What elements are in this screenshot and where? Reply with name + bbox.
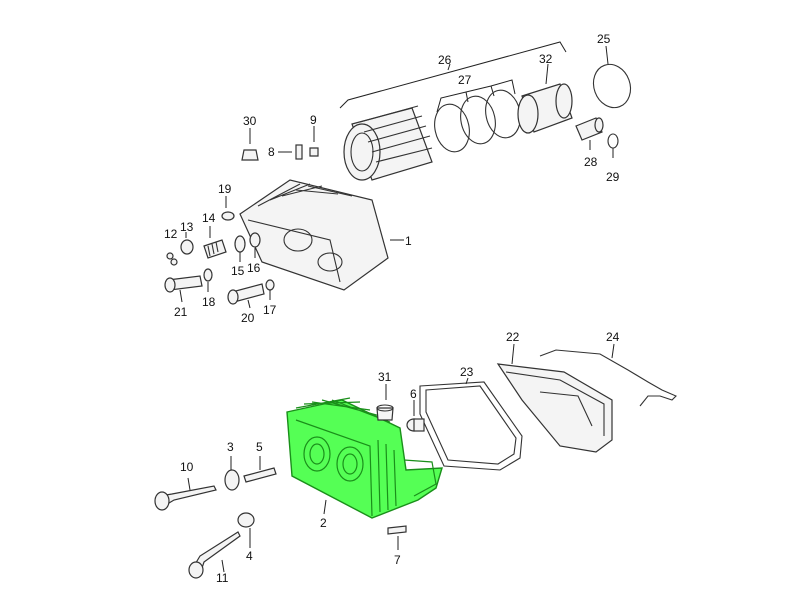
label-21: 21 — [174, 305, 188, 319]
label-28: 28 — [584, 155, 598, 169]
rocker-cover-gasket — [419, 377, 523, 471]
label-13: 13 — [180, 220, 194, 234]
label-5: 5 — [256, 440, 263, 454]
label-3: 3 — [227, 440, 234, 454]
label-16: 16 — [247, 261, 261, 275]
label-1: 1 — [405, 234, 412, 248]
label-10: 10 — [180, 460, 194, 474]
label-7: 7 — [394, 553, 401, 567]
clip-small — [607, 133, 619, 158]
upper-small-parts — [164, 126, 319, 309]
label-11: 11 — [216, 571, 229, 585]
bracket-27 — [436, 79, 516, 113]
label-30: 30 — [243, 114, 257, 128]
label-18: 18 — [202, 295, 216, 309]
label-32: 32 — [539, 52, 553, 66]
label-22: 22 — [506, 330, 520, 344]
label-4: 4 — [246, 549, 253, 563]
label-12: 12 — [164, 227, 178, 241]
label-26: 26 — [438, 53, 452, 67]
label-6: 6 — [410, 387, 417, 401]
label-9: 9 — [310, 113, 317, 127]
part-labels: 1 2 3 4 5 6 7 8 9 10 11 12 13 14 15 16 1… — [164, 32, 620, 585]
label-24: 24 — [606, 330, 620, 344]
cylinder-head-highlighted — [286, 397, 443, 519]
valve-cover — [496, 343, 613, 453]
label-23: 23 — [460, 365, 474, 379]
bracket-26 — [339, 41, 567, 109]
cover-spring-clip — [539, 343, 677, 407]
label-15: 15 — [231, 264, 245, 278]
wrist-pin — [575, 117, 604, 150]
label-14: 14 — [202, 211, 216, 225]
lower-small-parts — [376, 384, 425, 550]
label-2: 2 — [320, 516, 327, 530]
valve-train-parts — [154, 456, 277, 579]
label-25: 25 — [597, 32, 611, 46]
label-19: 19 — [218, 182, 232, 196]
label-31: 31 — [378, 370, 392, 384]
piston — [517, 63, 573, 134]
label-17: 17 — [263, 303, 277, 317]
cylinder-barrel — [343, 105, 433, 181]
label-27: 27 — [458, 73, 472, 87]
label-29: 29 — [606, 170, 620, 184]
label-8: 8 — [268, 145, 275, 159]
cylinder-head-upper — [239, 179, 404, 291]
circlip-large — [592, 45, 632, 109]
label-20: 20 — [241, 311, 255, 325]
